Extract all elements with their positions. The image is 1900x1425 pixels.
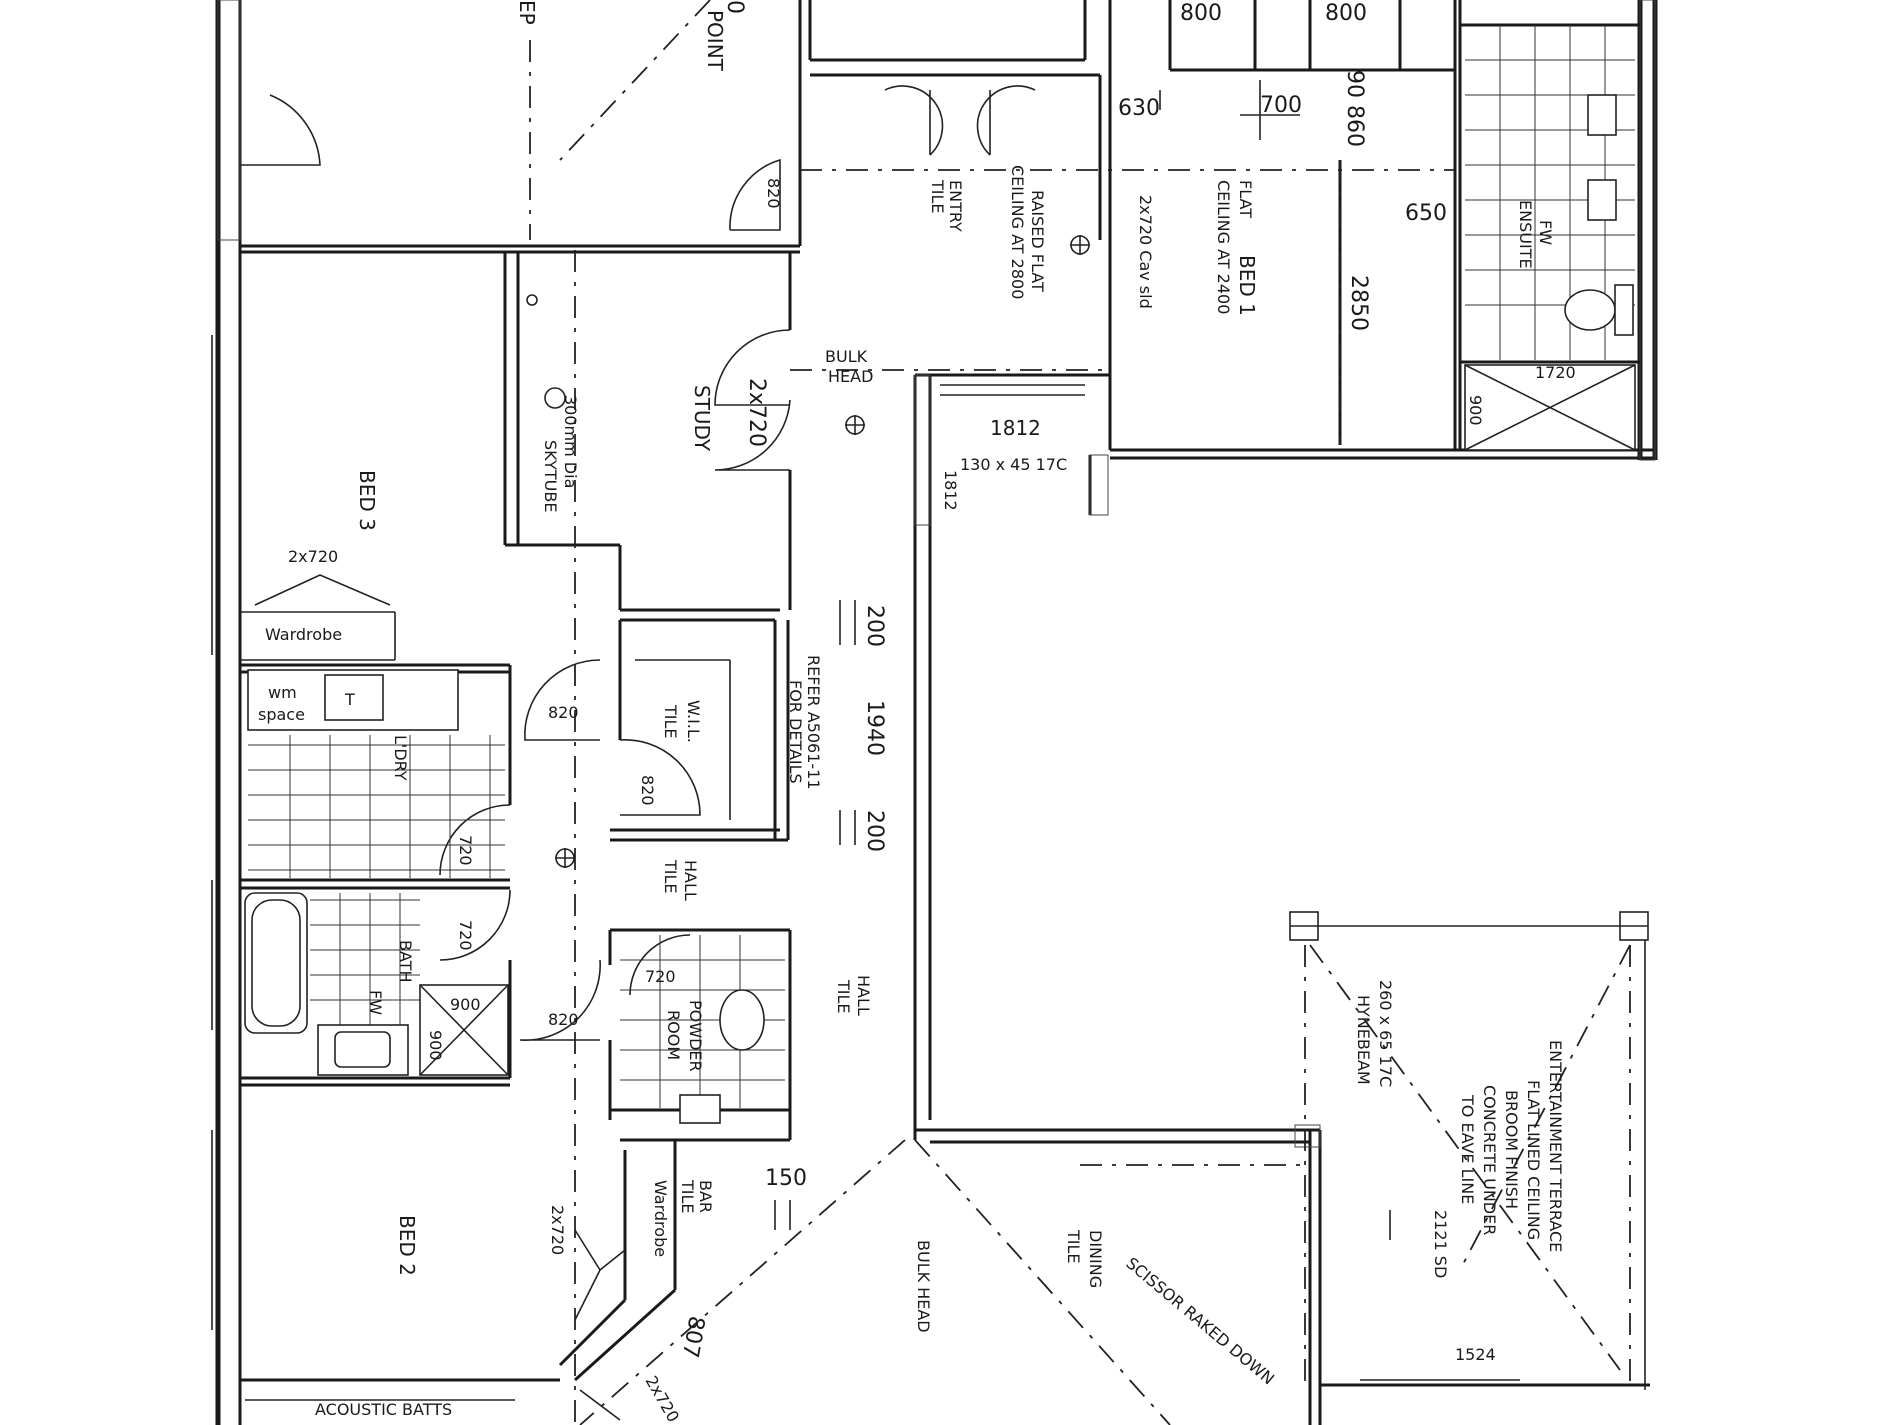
note-terrace1: ENTERTAINMENT TERRACE bbox=[1546, 1040, 1565, 1252]
fixtures: T bbox=[244, 25, 1636, 1240]
note-bulkhead1: BULK bbox=[825, 347, 868, 366]
note-refer2: FOR DETAILS bbox=[786, 680, 805, 784]
dim-820d: 820 bbox=[548, 1010, 579, 1029]
dim-1524: 1524 bbox=[1455, 1345, 1496, 1364]
label-dining: DINING bbox=[1086, 1230, 1105, 1288]
note-bulkhead-v: BULK HEAD bbox=[914, 1240, 933, 1333]
label-powder: POWDER bbox=[686, 1000, 705, 1072]
note-terrace2: FLAT LINED CEILING bbox=[1524, 1080, 1543, 1240]
dim-2x720b: 2x720 bbox=[288, 547, 338, 566]
label-powder2: ROOM bbox=[664, 1010, 683, 1060]
dim-150: 150 bbox=[765, 1166, 807, 1191]
dim-720a: 720 bbox=[456, 835, 475, 866]
dim-2x720d: 2x720 bbox=[642, 1373, 684, 1425]
label-wardrobe2: Wardrobe bbox=[651, 1180, 670, 1257]
note-skytube2: SKYTUBE bbox=[541, 440, 560, 512]
dim-top-0: 0 bbox=[722, 0, 747, 14]
dim-2x720a: 2x720 bbox=[744, 378, 769, 447]
room-labels: BED 3 BED 2 BED 1 STUDY ENTRY TILE ENSUI… bbox=[258, 0, 1555, 1288]
note-terrace4: CONCRETE UNDER bbox=[1480, 1085, 1499, 1235]
dim-720b: 720 bbox=[456, 920, 475, 951]
notes: RAISED FLAT CEILING AT 2800 FLAT CEILING… bbox=[315, 165, 1565, 1419]
dim-1940: 1940 bbox=[862, 700, 887, 756]
skytube-marker bbox=[544, 387, 566, 409]
dim-807: 807 bbox=[677, 1314, 709, 1360]
dim-200b: 200 bbox=[862, 810, 887, 852]
dim-800a: 800 bbox=[1180, 1, 1222, 26]
label-fw2: FW bbox=[366, 990, 385, 1015]
dim-1812b: 1812 bbox=[941, 470, 960, 511]
label-wil: W.I.L. bbox=[684, 700, 703, 743]
note-raised1: RAISED FLAT bbox=[1028, 190, 1047, 292]
label-entry: ENTRY bbox=[946, 180, 965, 232]
svg-text:T: T bbox=[344, 690, 355, 709]
note-bulkhead2: HEAD bbox=[828, 367, 873, 386]
note-scissor: SCISSOR RAKED DOWN bbox=[1122, 1254, 1278, 1389]
label-dining-tile: TILE bbox=[1064, 1229, 1083, 1264]
dim-200a: 200 bbox=[862, 605, 887, 647]
label-wm2: space bbox=[258, 705, 305, 724]
dim-800b: 800 bbox=[1325, 1, 1367, 26]
dim-650: 650 bbox=[1405, 201, 1447, 226]
label-wardrobe1: Wardrobe bbox=[265, 625, 342, 644]
note-terrace5: TO EAVE LINE bbox=[1458, 1094, 1477, 1204]
note-terrace3: BROOM FINISH bbox=[1502, 1090, 1521, 1209]
dim-2850: 2850 bbox=[1346, 275, 1371, 331]
note-acoustic: ACOUSTIC BATTS bbox=[315, 1400, 452, 1419]
ceiling-lines bbox=[529, 0, 1631, 1425]
note-flat2: CEILING AT 2400 bbox=[1214, 180, 1233, 314]
dim-630: 630 bbox=[1118, 96, 1160, 121]
note-hynebeam2: HYNEBEAM bbox=[1354, 995, 1373, 1085]
dim-700: 700 bbox=[1260, 93, 1302, 118]
note-sd: 2121 SD bbox=[1431, 1210, 1450, 1278]
note-cav: 2x720 Cav sld bbox=[1136, 195, 1155, 309]
label-bath: BATH bbox=[396, 940, 415, 982]
label-hall1-tile: TILE bbox=[661, 859, 680, 894]
label-bar-tile: TILE bbox=[678, 1179, 697, 1214]
label-wm1: wm bbox=[268, 683, 297, 702]
dim-820a: 820 bbox=[764, 178, 783, 209]
doors bbox=[240, 85, 1036, 1421]
label-entry-tile: TILE bbox=[928, 179, 947, 214]
label-point: POINT bbox=[703, 10, 727, 72]
laundry-tub bbox=[324, 674, 384, 721]
note-beam: 130 x 45 17C bbox=[960, 455, 1067, 474]
label-hall1: HALL bbox=[681, 860, 700, 901]
note-flat1: FLAT bbox=[1236, 180, 1255, 218]
powder-toilet bbox=[719, 989, 765, 1051]
label-ensuite: ENSUITE bbox=[1516, 200, 1535, 269]
interior-walls bbox=[240, 0, 1640, 1401]
note-hynebeam1: 260 x 65 17C bbox=[1376, 980, 1395, 1087]
note-refer1: REFER A5061-11 bbox=[804, 655, 823, 790]
label-bed3: BED 3 bbox=[355, 470, 379, 531]
dim-860: 860 bbox=[1342, 105, 1367, 147]
dim-720c: 720 bbox=[645, 967, 676, 986]
dim-1812: 1812 bbox=[990, 416, 1041, 440]
label-bed2: BED 2 bbox=[395, 1215, 419, 1276]
dim-900b: 900 bbox=[450, 995, 481, 1014]
label-laundry: L'DRY bbox=[391, 735, 410, 781]
label-hall2-tile: TILE bbox=[834, 979, 853, 1014]
label-bed1: BED 1 bbox=[1235, 255, 1259, 316]
label-hall2: HALL bbox=[854, 975, 873, 1016]
dim-820c: 820 bbox=[638, 775, 657, 806]
label-fw1: FW bbox=[1536, 220, 1555, 245]
dimensions: 800 800 630 700 90 860 650 2850 1720 900… bbox=[288, 0, 1576, 1425]
note-skytube1: 300mm Dia bbox=[561, 395, 580, 488]
dim-2x720c: 2x720 bbox=[548, 1205, 567, 1255]
dim-90: 90 bbox=[1342, 70, 1367, 98]
dim-1720: 1720 bbox=[1535, 363, 1576, 382]
exterior-walls bbox=[211, 0, 1658, 1425]
label-ep: EP bbox=[515, 0, 539, 25]
label-wil-tile: TILE bbox=[661, 704, 680, 739]
note-raised2: CEILING AT 2800 bbox=[1008, 165, 1027, 299]
label-study: STUDY bbox=[690, 385, 714, 452]
dim-900e: 900 bbox=[1466, 395, 1485, 426]
dim-900c: 900 bbox=[426, 1030, 445, 1061]
label-bar: BAR bbox=[696, 1180, 715, 1213]
dim-820b: 820 bbox=[548, 703, 579, 722]
